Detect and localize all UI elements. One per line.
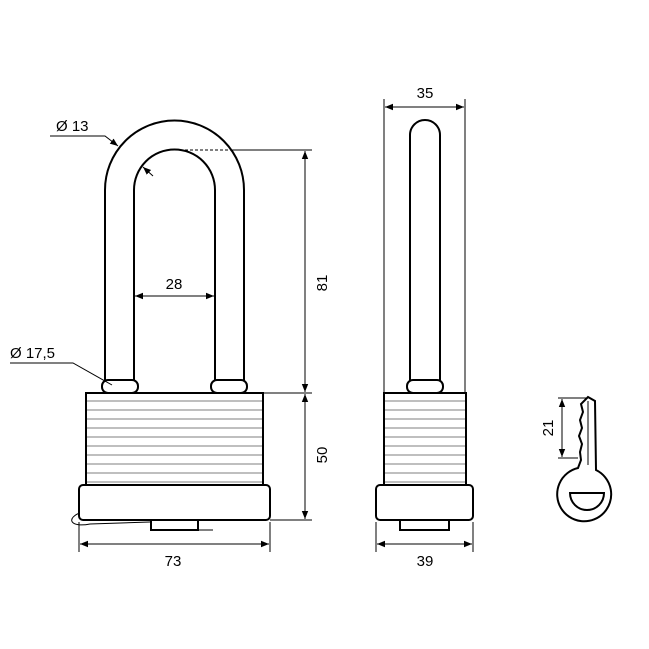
lock-base	[78, 484, 271, 521]
dim-shackle-height: 81	[314, 275, 331, 292]
shackle	[104, 119, 245, 383]
dim-body-height: 50	[314, 447, 331, 464]
dim-body-depth: 39	[417, 553, 434, 570]
side-view: 35 39	[375, 85, 474, 570]
collar-side	[406, 379, 444, 394]
body-ribs-side	[385, 400, 465, 483]
key: 21	[540, 395, 613, 523]
dim-body-width: 73	[165, 553, 182, 570]
dim-collar-diameter: Ø 17,5	[10, 345, 55, 362]
dim-shackle-depth: 35	[417, 85, 434, 102]
lock-body-side	[383, 392, 467, 486]
dim-key-blade-length: 21	[540, 420, 557, 437]
wire-loop	[71, 511, 151, 526]
key-slot	[568, 492, 606, 511]
lock-base-side	[375, 484, 474, 521]
collar-right	[210, 379, 248, 394]
front-view: 81 50 73 28 Ø 13 Ø 17,5	[10, 118, 331, 570]
key-shape	[556, 395, 613, 523]
shackle-side	[409, 119, 441, 383]
lock-body	[85, 392, 264, 486]
dim-shackle-diameter: Ø 13	[56, 118, 89, 135]
dim-inner-width: 28	[166, 276, 183, 293]
body-ribs	[87, 400, 262, 483]
